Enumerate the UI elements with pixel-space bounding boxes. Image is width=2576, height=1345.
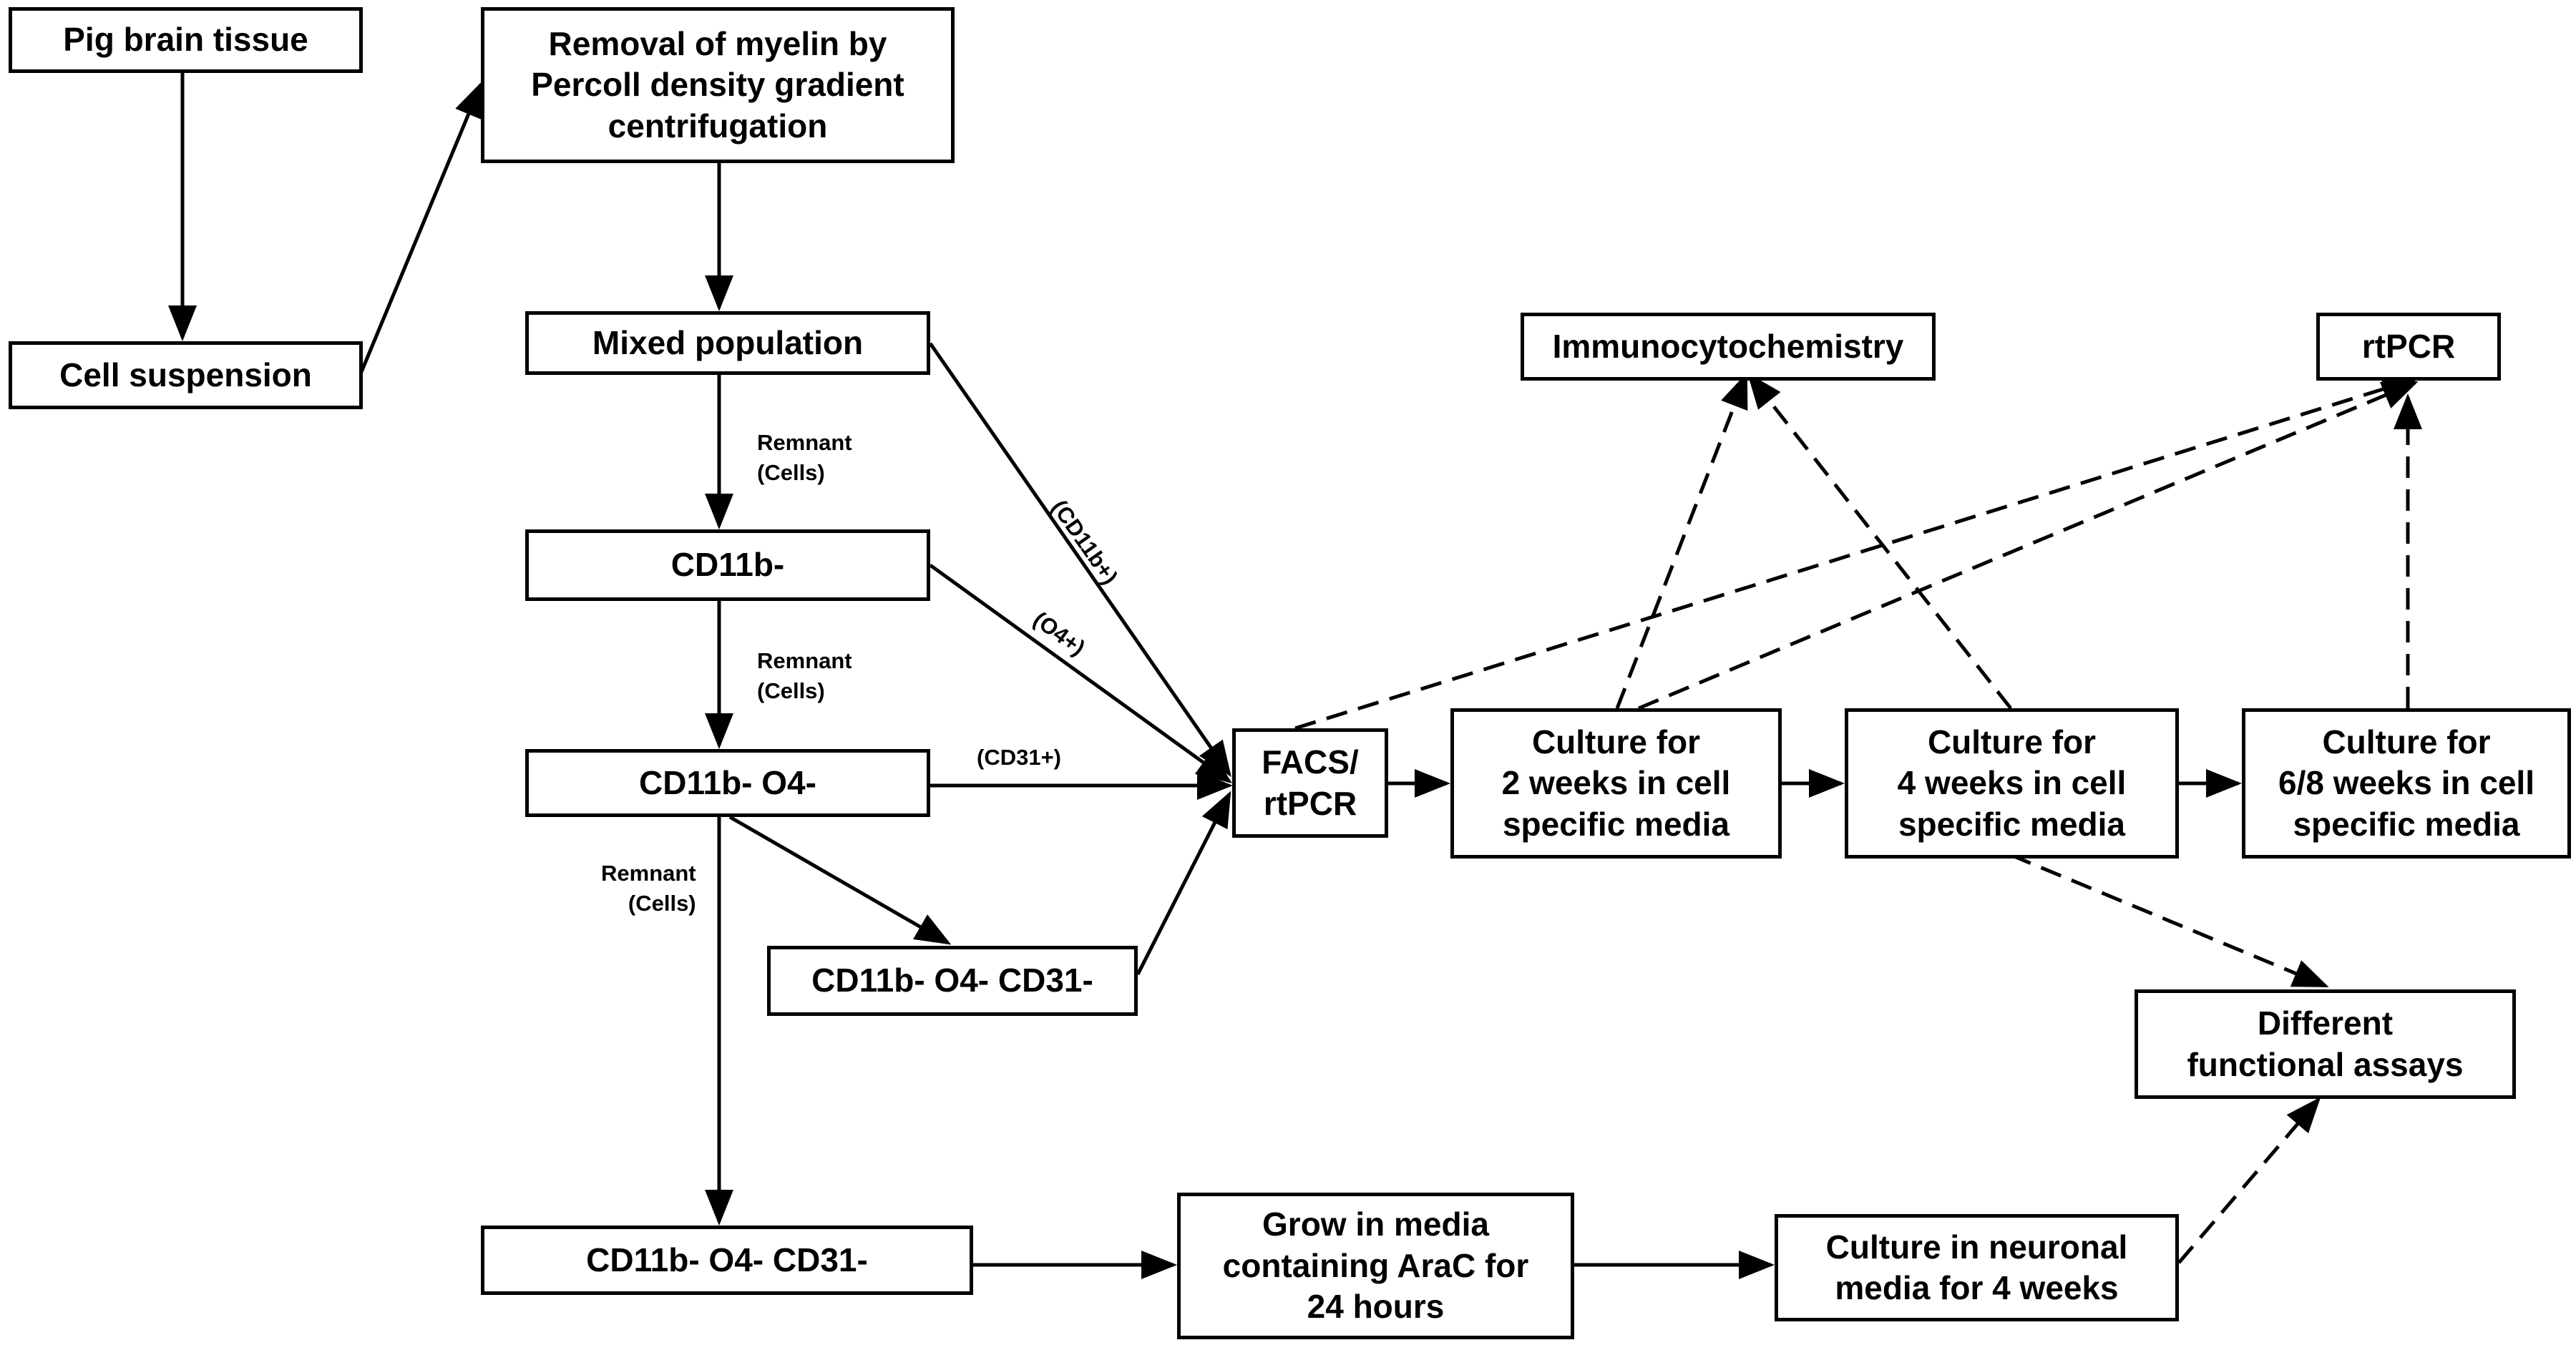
node-rtpcr: rtPCR <box>2316 313 2501 381</box>
node-pig-brain-tissue: Pig brain tissue <box>9 7 363 73</box>
dashed-neuronal-to-assays <box>2177 1097 2321 1264</box>
arrow-suspension-to-removal <box>359 81 483 373</box>
dashed-culture4w-to-assays <box>2010 853 2329 988</box>
edge-label-remnant-3: Remnant (Cells) <box>601 861 696 916</box>
node-cell-suspension: Cell suspension <box>9 341 363 409</box>
node-facs-rtpcr: FACS/ rtPCR <box>1232 728 1388 838</box>
arrow-o4-to-cd31mid <box>728 815 952 945</box>
node-mixed-population: Mixed population <box>525 311 930 375</box>
dashed-culture2w-to-immuno <box>1615 372 1748 709</box>
edge-label-cd31-pos: (CD31+) <box>977 745 1062 770</box>
edge-label-remnant-1: Remnant (Cells) <box>757 430 852 485</box>
node-cd11b-o4-cd31-neg-bottom: CD11b- O4- CD31- <box>481 1226 973 1295</box>
arrow-cd11b-to-facs <box>929 563 1233 783</box>
arrow-mixed-to-facs <box>928 342 1231 778</box>
node-culture-6-8-weeks: Culture for 6/8 weeks in cell specific m… <box>2242 708 2571 859</box>
node-culture-neuronal: Culture in neuronal media for 4 weeks <box>1775 1214 2179 1321</box>
node-grow-arac: Grow in media containing AraC for 24 hou… <box>1177 1193 1574 1339</box>
dashed-culture4w-to-immuno <box>1747 373 2012 710</box>
edge-label-remnant-2: Remnant (Cells) <box>757 648 852 703</box>
node-removal-of-myelin: Removal of myelin by Percoll density gra… <box>481 7 955 163</box>
arrow-cd31mid-to-facs <box>1136 791 1231 976</box>
node-culture-2-weeks: Culture for 2 weeks in cell specific med… <box>1450 708 1782 859</box>
node-cd11b-neg: CD11b- <box>525 529 930 601</box>
node-immunocytochemistry: Immunocytochemistry <box>1521 313 1936 381</box>
dashed-culture2w-to-rtpcr <box>1638 381 2419 710</box>
node-culture-4-weeks: Culture for 4 weeks in cell specific med… <box>1845 708 2179 859</box>
dashed-facs-to-rtpcr <box>1294 375 2419 730</box>
node-functional-assays: Different functional assays <box>2135 989 2516 1099</box>
node-cd11b-o4-cd31-neg-mid: CD11b- O4- CD31- <box>767 946 1138 1016</box>
node-cd11b-o4-neg: CD11b- O4- <box>525 749 930 817</box>
